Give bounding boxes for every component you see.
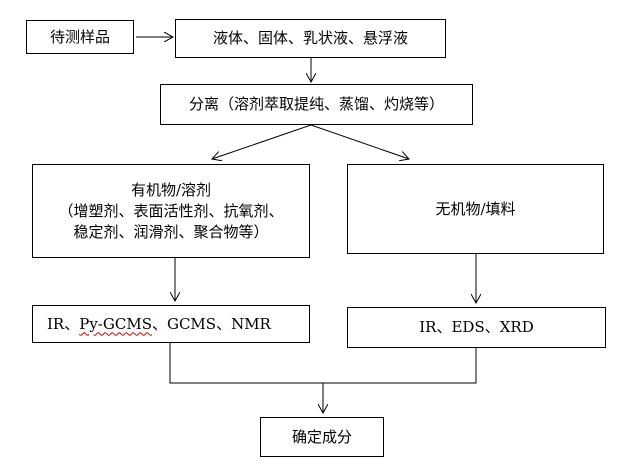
- organic-methods-suffix: 、GCMS、NMR: [151, 314, 271, 333]
- organic-title: 有机物/溶剂: [130, 180, 212, 199]
- result-label: 确定成分: [291, 427, 352, 446]
- arrow-separation-to-inorganic: [310, 124, 409, 159]
- organic-methods-box: IR、Py-GCMS、GCMS、NMR: [32, 305, 310, 343]
- merge-line: [169, 343, 477, 384]
- inorganic-box: 无机物/填料: [347, 164, 604, 254]
- organic-examples-line1: （增塑剂、表面活性剂、抗氧剂、: [58, 201, 284, 220]
- inorganic-methods-box: IR、EDS、XRD: [347, 307, 606, 348]
- inorganic-label: 无机物/填料: [435, 199, 516, 218]
- sample-label: 待测样品: [49, 27, 110, 46]
- organic-methods-prefix: IR、: [47, 314, 80, 333]
- organic-methods-label: IR、Py-GCMS、GCMS、NMR: [47, 314, 271, 335]
- states-box: 液体、固体、乳状液、悬浮液: [175, 19, 446, 58]
- result-box: 确定成分: [260, 417, 384, 457]
- states-label: 液体、固体、乳状液、悬浮液: [212, 29, 408, 47]
- sample-box: 待测样品: [26, 20, 134, 54]
- inorganic-methods-label: IR、EDS、XRD: [419, 318, 534, 336]
- separation-box: 分离（溶剂萃取提纯、蒸馏、灼烧等）: [160, 84, 473, 125]
- separation-label: 分离（溶剂萃取提纯、蒸馏、灼烧等）: [188, 95, 444, 113]
- organic-examples-line2: 稳定剂、润滑剂、聚合物等）: [73, 222, 269, 241]
- pygcms-spellcheck-text: Py-GCMS: [79, 314, 152, 333]
- organic-box: 有机物/溶剂 （增塑剂、表面活性剂、抗氧剂、 稳定剂、润滑剂、聚合物等）: [32, 164, 310, 258]
- arrow-separation-to-organic: [212, 124, 312, 159]
